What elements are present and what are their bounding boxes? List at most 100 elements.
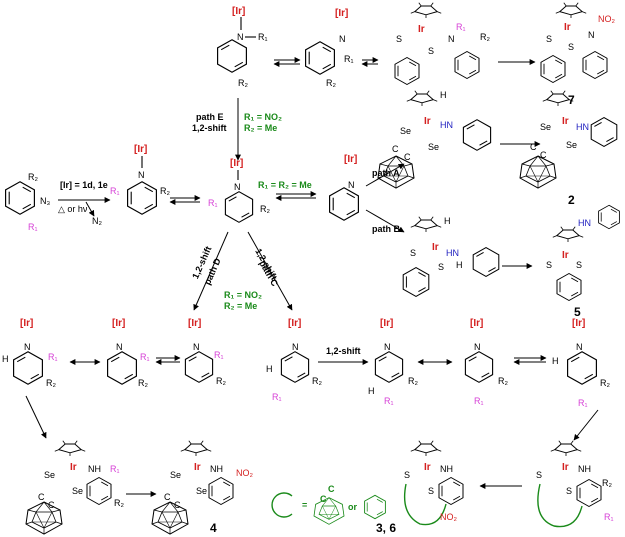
svg-text:N: N <box>237 32 244 42</box>
compound-4-structure: Ir NH Se Se C C NO₂ 4 <box>151 440 254 535</box>
svg-text:N: N <box>588 30 595 40</box>
top-ir-thiolate-intermediate: Ir S S N R₁ R₂ <box>394 2 490 85</box>
svg-text:R₂ = Me: R₂ = Me <box>244 123 277 133</box>
compound-3-6-label: 3, 6 <box>376 521 396 535</box>
lower-azirine-c: [Ir] N H R₂ R₁ <box>266 318 322 402</box>
svg-text:[Ir]: [Ir] <box>572 318 585 329</box>
svg-text:N: N <box>116 342 123 352</box>
svg-text:Se: Se <box>72 486 83 496</box>
me-biradical: [Ir] N <box>329 154 359 221</box>
svg-text:R₂: R₂ <box>238 78 248 88</box>
svg-text:C: C <box>540 150 547 160</box>
svg-text:S: S <box>536 470 542 480</box>
path-e-shift: 1,2-shift <box>192 123 227 133</box>
svg-text:S: S <box>428 486 434 496</box>
svg-text:N: N <box>138 170 145 180</box>
svg-text:NO₂: NO₂ <box>440 512 458 522</box>
compound-5-label: 5 <box>574 305 581 319</box>
lower-azirine-d: [Ir] N R₁ R₂ <box>184 318 226 386</box>
svg-text:[Ir]: [Ir] <box>134 144 147 155</box>
svg-text:R₂: R₂ <box>260 204 270 214</box>
svg-text:R₁: R₁ <box>140 352 150 362</box>
r1r2-me-condition: R₁ = R₂ = Me <box>258 180 312 190</box>
svg-text:C: C <box>164 492 171 502</box>
svg-text:R₁: R₁ <box>110 464 120 474</box>
svg-text:Ir: Ir <box>564 22 571 33</box>
svg-text:N: N <box>292 342 299 352</box>
svg-text:[Ir]: [Ir] <box>20 318 33 329</box>
svg-text:R₂: R₂ <box>28 172 38 182</box>
svg-text:Ir: Ir <box>432 242 439 253</box>
svg-text:R₁: R₁ <box>384 396 394 406</box>
svg-text:R₁: R₁ <box>272 392 282 402</box>
svg-text:H: H <box>440 90 447 100</box>
compound-2-label: 2 <box>568 193 575 207</box>
svg-text:Ir: Ir <box>424 462 431 473</box>
lower-right-nitrene: [Ir] N H R₂ R₁ <box>552 318 610 408</box>
svg-text:S: S <box>404 470 410 480</box>
svg-text:R₁: R₁ <box>258 32 268 42</box>
svg-text:=: = <box>302 500 307 510</box>
svg-text:NH: NH <box>88 464 101 474</box>
svg-text:NH: NH <box>210 464 223 474</box>
heat-condition: △ or hν <box>58 204 88 214</box>
lower-azirine-shifted: [Ir] N R₂ H R₁ <box>368 318 418 406</box>
svg-text:R₁ = NO₂: R₁ = NO₂ <box>224 290 262 300</box>
svg-text:[Ir]: [Ir] <box>112 318 125 329</box>
start-condition: [Ir] = 1d, 1e <box>60 180 108 190</box>
svg-text:R₂: R₂ <box>600 378 610 388</box>
svg-text:Ir: Ir <box>562 116 569 127</box>
svg-text:S: S <box>410 248 416 258</box>
svg-text:R₂: R₂ <box>480 32 490 42</box>
svg-text:R₂: R₂ <box>312 376 322 386</box>
svg-text:C: C <box>392 144 399 154</box>
ligand-legend: = C C or <box>271 484 386 525</box>
svg-text:R₂: R₂ <box>326 78 336 88</box>
svg-text:S: S <box>396 34 402 44</box>
svg-text:Se: Se <box>540 122 551 132</box>
svg-text:R₁: R₁ <box>214 350 224 360</box>
svg-text:C: C <box>320 494 327 504</box>
svg-text:S: S <box>566 486 572 496</box>
svg-text:H: H <box>368 386 375 396</box>
svg-text:Se: Se <box>196 486 207 496</box>
lower-azirine-right: [Ir] N R₂ R₁ <box>464 318 508 406</box>
svg-text:C: C <box>48 500 55 510</box>
top-biradical: [Ir] N R₁ R₂ <box>305 8 354 88</box>
svg-text:Se: Se <box>400 126 411 136</box>
mid-shift-label: 1,2-shift <box>326 346 361 356</box>
svg-text:R₁: R₁ <box>208 198 218 208</box>
ir-nitrene-intermediate: [Ir] N R₁ R₂ <box>110 144 170 215</box>
svg-text:N: N <box>339 34 346 44</box>
svg-text:[Ir]: [Ir] <box>344 154 357 165</box>
svg-text:Ir: Ir <box>424 116 431 127</box>
svg-text:R₁: R₁ <box>604 512 614 522</box>
svg-text:R₂: R₂ <box>114 498 124 508</box>
svg-text:C: C <box>174 500 181 510</box>
svg-text:C: C <box>530 142 537 152</box>
svg-text:H: H <box>456 260 463 270</box>
compound-4-label: 4 <box>210 521 217 535</box>
compound-3-6-structure: Ir NH S S NO₂ 3, 6 <box>376 440 464 535</box>
svg-text:R₂ = Me: R₂ = Me <box>224 301 257 311</box>
svg-text:[Ir]: [Ir] <box>470 318 483 329</box>
svg-text:R₁: R₁ <box>344 54 354 64</box>
central-azirine: [Ir] N R₁ R₂ <box>208 158 270 223</box>
svg-text:[Ir]: [Ir] <box>232 6 245 17</box>
path-b-intermediate: H Ir HN S S H <box>402 216 500 297</box>
svg-text:H: H <box>2 354 9 364</box>
svg-text:[Ir]: [Ir] <box>230 158 243 169</box>
svg-text:[Ir]: [Ir] <box>188 318 201 329</box>
compound-2-structure: Ir HN Se Se C C 2 <box>519 90 618 207</box>
svg-text:N: N <box>474 342 481 352</box>
bottom-right-intermediate: Ir NH S S R₂ R₁ <box>536 440 614 528</box>
svg-text:C: C <box>328 484 335 494</box>
svg-text:S: S <box>438 262 444 272</box>
svg-text:R₁: R₁ <box>110 186 120 196</box>
svg-text:R₂: R₂ <box>216 376 226 386</box>
svg-text:Ir: Ir <box>418 24 425 35</box>
compound-5-structure: Ir HN S S 5 <box>546 204 620 319</box>
svg-text:R₂: R₂ <box>138 378 148 388</box>
svg-text:Se: Se <box>428 142 439 152</box>
